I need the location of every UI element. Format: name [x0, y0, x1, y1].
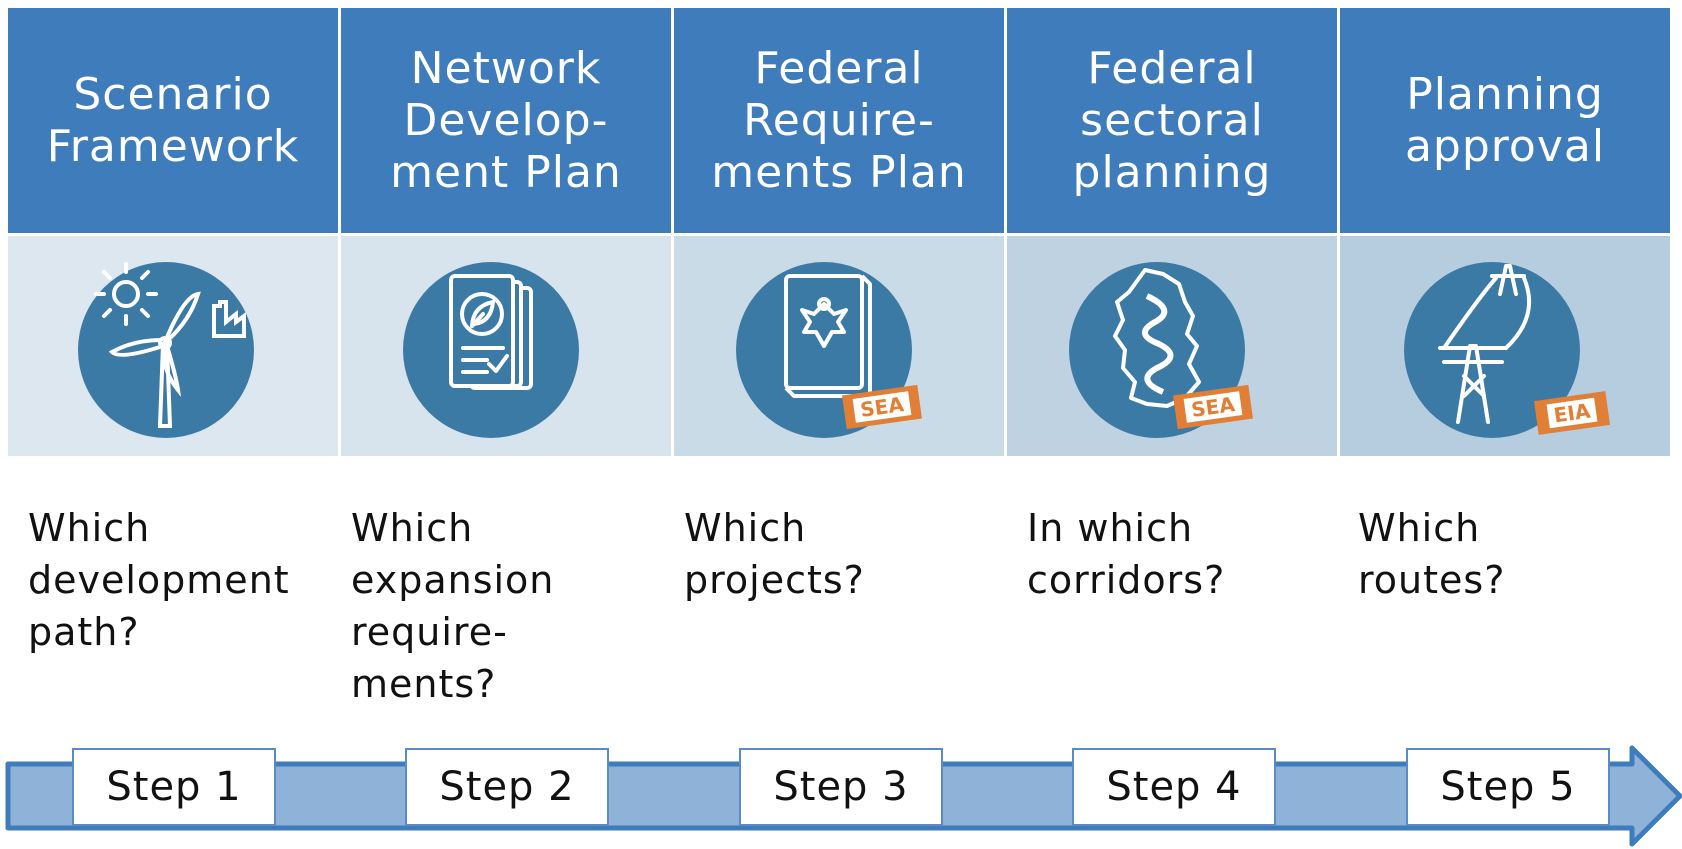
- germany-map-corridor-icon: [1069, 262, 1245, 438]
- wind-turbine-sun-factory-icon: [78, 262, 254, 438]
- step-4-label: Step 4: [1072, 748, 1276, 826]
- stage-4-icon-band: SEA: [1007, 236, 1337, 456]
- stage-3-question: Which projects?: [684, 506, 865, 602]
- stage-5: Planning approval EIA Wh: [1340, 8, 1670, 602]
- stage-1-question: Which development path?: [28, 506, 290, 654]
- process-diagram: Scenario Framework Which: [8, 8, 1674, 706]
- step-2-label: Step 2: [405, 748, 609, 826]
- step-3-label: Step 3: [739, 748, 943, 826]
- document-leaf-checklist-icon: [403, 262, 579, 438]
- stage-5-question: Which routes?: [1358, 506, 1506, 602]
- stage-3-title: Federal Require- ments Plan: [674, 8, 1004, 233]
- stage-5-title: Planning approval: [1340, 8, 1670, 233]
- stage-4: Federal sectoral planning SEA In which c…: [1007, 8, 1337, 602]
- step-5-label: Step 5: [1406, 748, 1610, 826]
- stage-3-icon-band: SEA: [674, 236, 1004, 456]
- stage-1: Scenario Framework Which: [8, 8, 338, 654]
- stage-4-title: Federal sectoral planning: [1007, 8, 1337, 233]
- power-pylon-route-icon: [1404, 262, 1580, 438]
- stage-5-icon-band: EIA: [1340, 236, 1670, 456]
- step-1-label: Step 1: [72, 748, 276, 826]
- stage-2-icon-band: [341, 236, 671, 456]
- federal-law-book-eagle-icon: [736, 262, 912, 438]
- stage-4-question: In which corridors?: [1027, 506, 1226, 602]
- stage-2: Network Develop- ment Plan Which ex: [341, 8, 671, 706]
- stage-3: Federal Require- ments Plan SEA Which pr…: [674, 8, 1004, 602]
- stage-1-title: Scenario Framework: [8, 8, 338, 233]
- stage-2-title: Network Develop- ment Plan: [341, 8, 671, 233]
- stage-2-question: Which expansion require- ments?: [351, 506, 555, 706]
- stage-1-icon-band: [8, 236, 338, 456]
